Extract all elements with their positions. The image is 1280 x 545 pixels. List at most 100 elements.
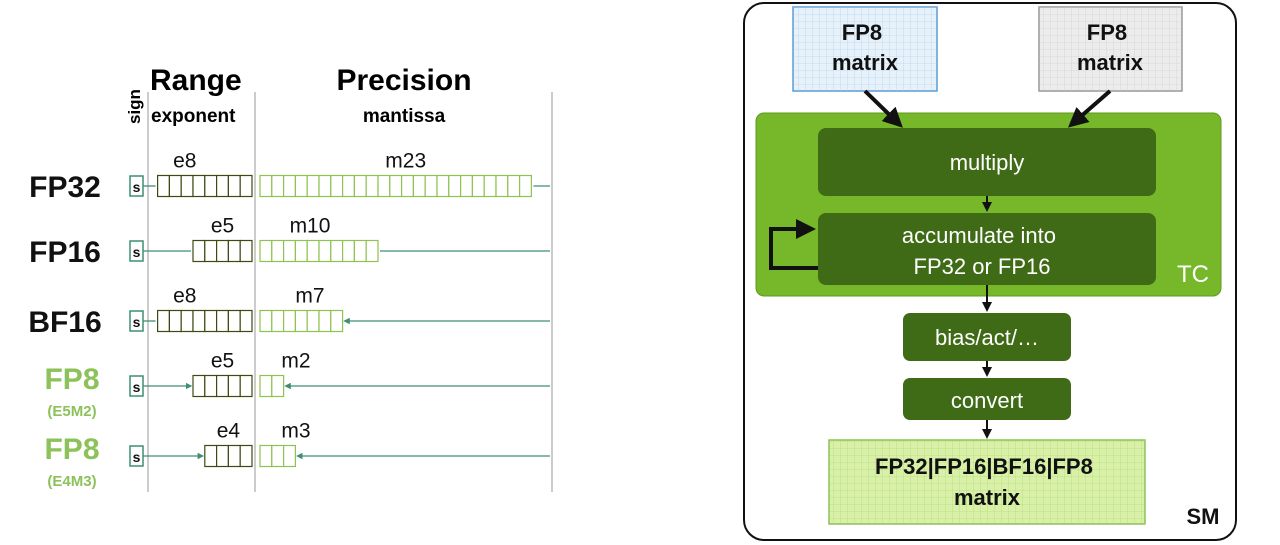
mantissa-subheader: mantissa (363, 106, 446, 127)
output-matrix: FP32|FP16|BF16|FP8 matrix (828, 439, 1146, 525)
arrow-input-b (1067, 89, 1112, 128)
mantissa-bit (507, 174, 521, 198)
mantissa-bit (294, 174, 308, 198)
sm-label: SM (1187, 504, 1220, 529)
format-subname: (E4M3) (47, 473, 96, 490)
exponent-label: e4 (217, 420, 241, 443)
sm-panel: FP8 matrix FP8 matrix TC multiply accumu… (743, 2, 1237, 541)
multiply-box (818, 128, 1156, 196)
format-name: FP32 (29, 171, 101, 204)
mantissa-bit (283, 309, 297, 333)
mantissa-bit (412, 174, 426, 198)
mantissa-bit (306, 174, 320, 198)
mantissa-bit (471, 174, 485, 198)
mantissa-bit (342, 239, 356, 263)
exponent-bit (227, 444, 241, 468)
exponent-bit (216, 239, 230, 263)
mantissa-bit (330, 309, 344, 333)
exponent-bit (192, 239, 206, 263)
mantissa-bit (389, 174, 403, 198)
mantissa-bit (259, 174, 273, 198)
mantissa-bit (518, 174, 532, 198)
mantissa-bit (365, 239, 379, 263)
sign-bit-label: s (133, 244, 141, 260)
mantissa-bit (271, 444, 285, 468)
multiply-label: multiply (950, 150, 1025, 175)
mantissa-bit (495, 174, 509, 198)
format-subname: (E5M2) (47, 403, 96, 420)
exponent-bit (227, 309, 241, 333)
sign-bit-label: s (133, 379, 141, 395)
format-name: FP8 (44, 363, 99, 396)
exponent-bit (216, 174, 230, 198)
mantissa-bit (259, 444, 273, 468)
mantissa-label: m3 (281, 420, 310, 443)
mantissa-bit (259, 309, 273, 333)
mantissa-bit (271, 174, 285, 198)
format-name: FP8 (44, 433, 99, 466)
mantissa-bit (283, 444, 297, 468)
mantissa-label: m7 (295, 285, 324, 308)
exponent-bit (168, 174, 182, 198)
sign-bit-label: s (133, 449, 141, 465)
mantissa-bit (271, 239, 285, 263)
exponent-bit (157, 174, 171, 198)
exponent-bit (216, 374, 230, 398)
mantissa-label: m23 (385, 150, 426, 173)
mantissa-bit (401, 174, 415, 198)
input-matrix-a-label: FP8 matrix (832, 20, 899, 75)
sign-bit-label: s (133, 179, 141, 195)
mantissa-bit (460, 174, 474, 198)
exponent-subheader: exponent (151, 106, 236, 127)
exponent-bit (216, 309, 230, 333)
mantissa-bit (353, 239, 367, 263)
input-matrix-b-label: FP8 matrix (1077, 20, 1144, 75)
mantissa-bit (294, 239, 308, 263)
exponent-bit (239, 309, 253, 333)
exponent-label: e5 (211, 215, 234, 238)
mantissa-bit (448, 174, 462, 198)
mantissa-bit (259, 239, 273, 263)
mantissa-bit (330, 239, 344, 263)
format-row: FP16 s e5 m10 (29, 215, 550, 269)
accumulate-loop-arrow (769, 219, 818, 270)
exponent-bit (239, 174, 253, 198)
exponent-bit (204, 374, 218, 398)
mantissa-bit (271, 374, 285, 398)
tc-label: TC (1177, 261, 1209, 288)
format-row: FP8 (E4M3) s e4 m3 (44, 420, 550, 490)
format-name: BF16 (28, 306, 101, 339)
mantissa-bit (424, 174, 438, 198)
format-name: FP16 (29, 236, 101, 269)
input-matrix-b: FP8 matrix (1038, 6, 1183, 92)
bias-box (903, 313, 1071, 361)
exponent-bit (180, 309, 194, 333)
bias-label: bias/act/… (935, 325, 1039, 350)
exponent-label: e5 (211, 350, 234, 373)
exponent-bit (157, 309, 171, 333)
mantissa-bit (330, 174, 344, 198)
mantissa-bit (283, 239, 297, 263)
exponent-bit (204, 444, 218, 468)
convert-box (903, 378, 1071, 420)
exponent-bit (168, 309, 182, 333)
sign-bit-label: s (133, 314, 141, 330)
exponent-bit (239, 239, 253, 263)
exponent-bit (204, 309, 218, 333)
exponent-bit (239, 444, 253, 468)
exponent-bit (227, 174, 241, 198)
input-matrix-a: FP8 matrix (792, 6, 938, 92)
exponent-bit (227, 374, 241, 398)
exponent-bit (192, 374, 206, 398)
exponent-bit (227, 239, 241, 263)
exponent-bit (180, 174, 194, 198)
mantissa-bit (342, 174, 356, 198)
convert-label: convert (951, 388, 1023, 413)
exponent-label: e8 (173, 285, 196, 308)
format-row: BF16 s e8 m7 (28, 285, 550, 339)
exponent-bit (216, 444, 230, 468)
mantissa-label: m10 (290, 215, 331, 238)
